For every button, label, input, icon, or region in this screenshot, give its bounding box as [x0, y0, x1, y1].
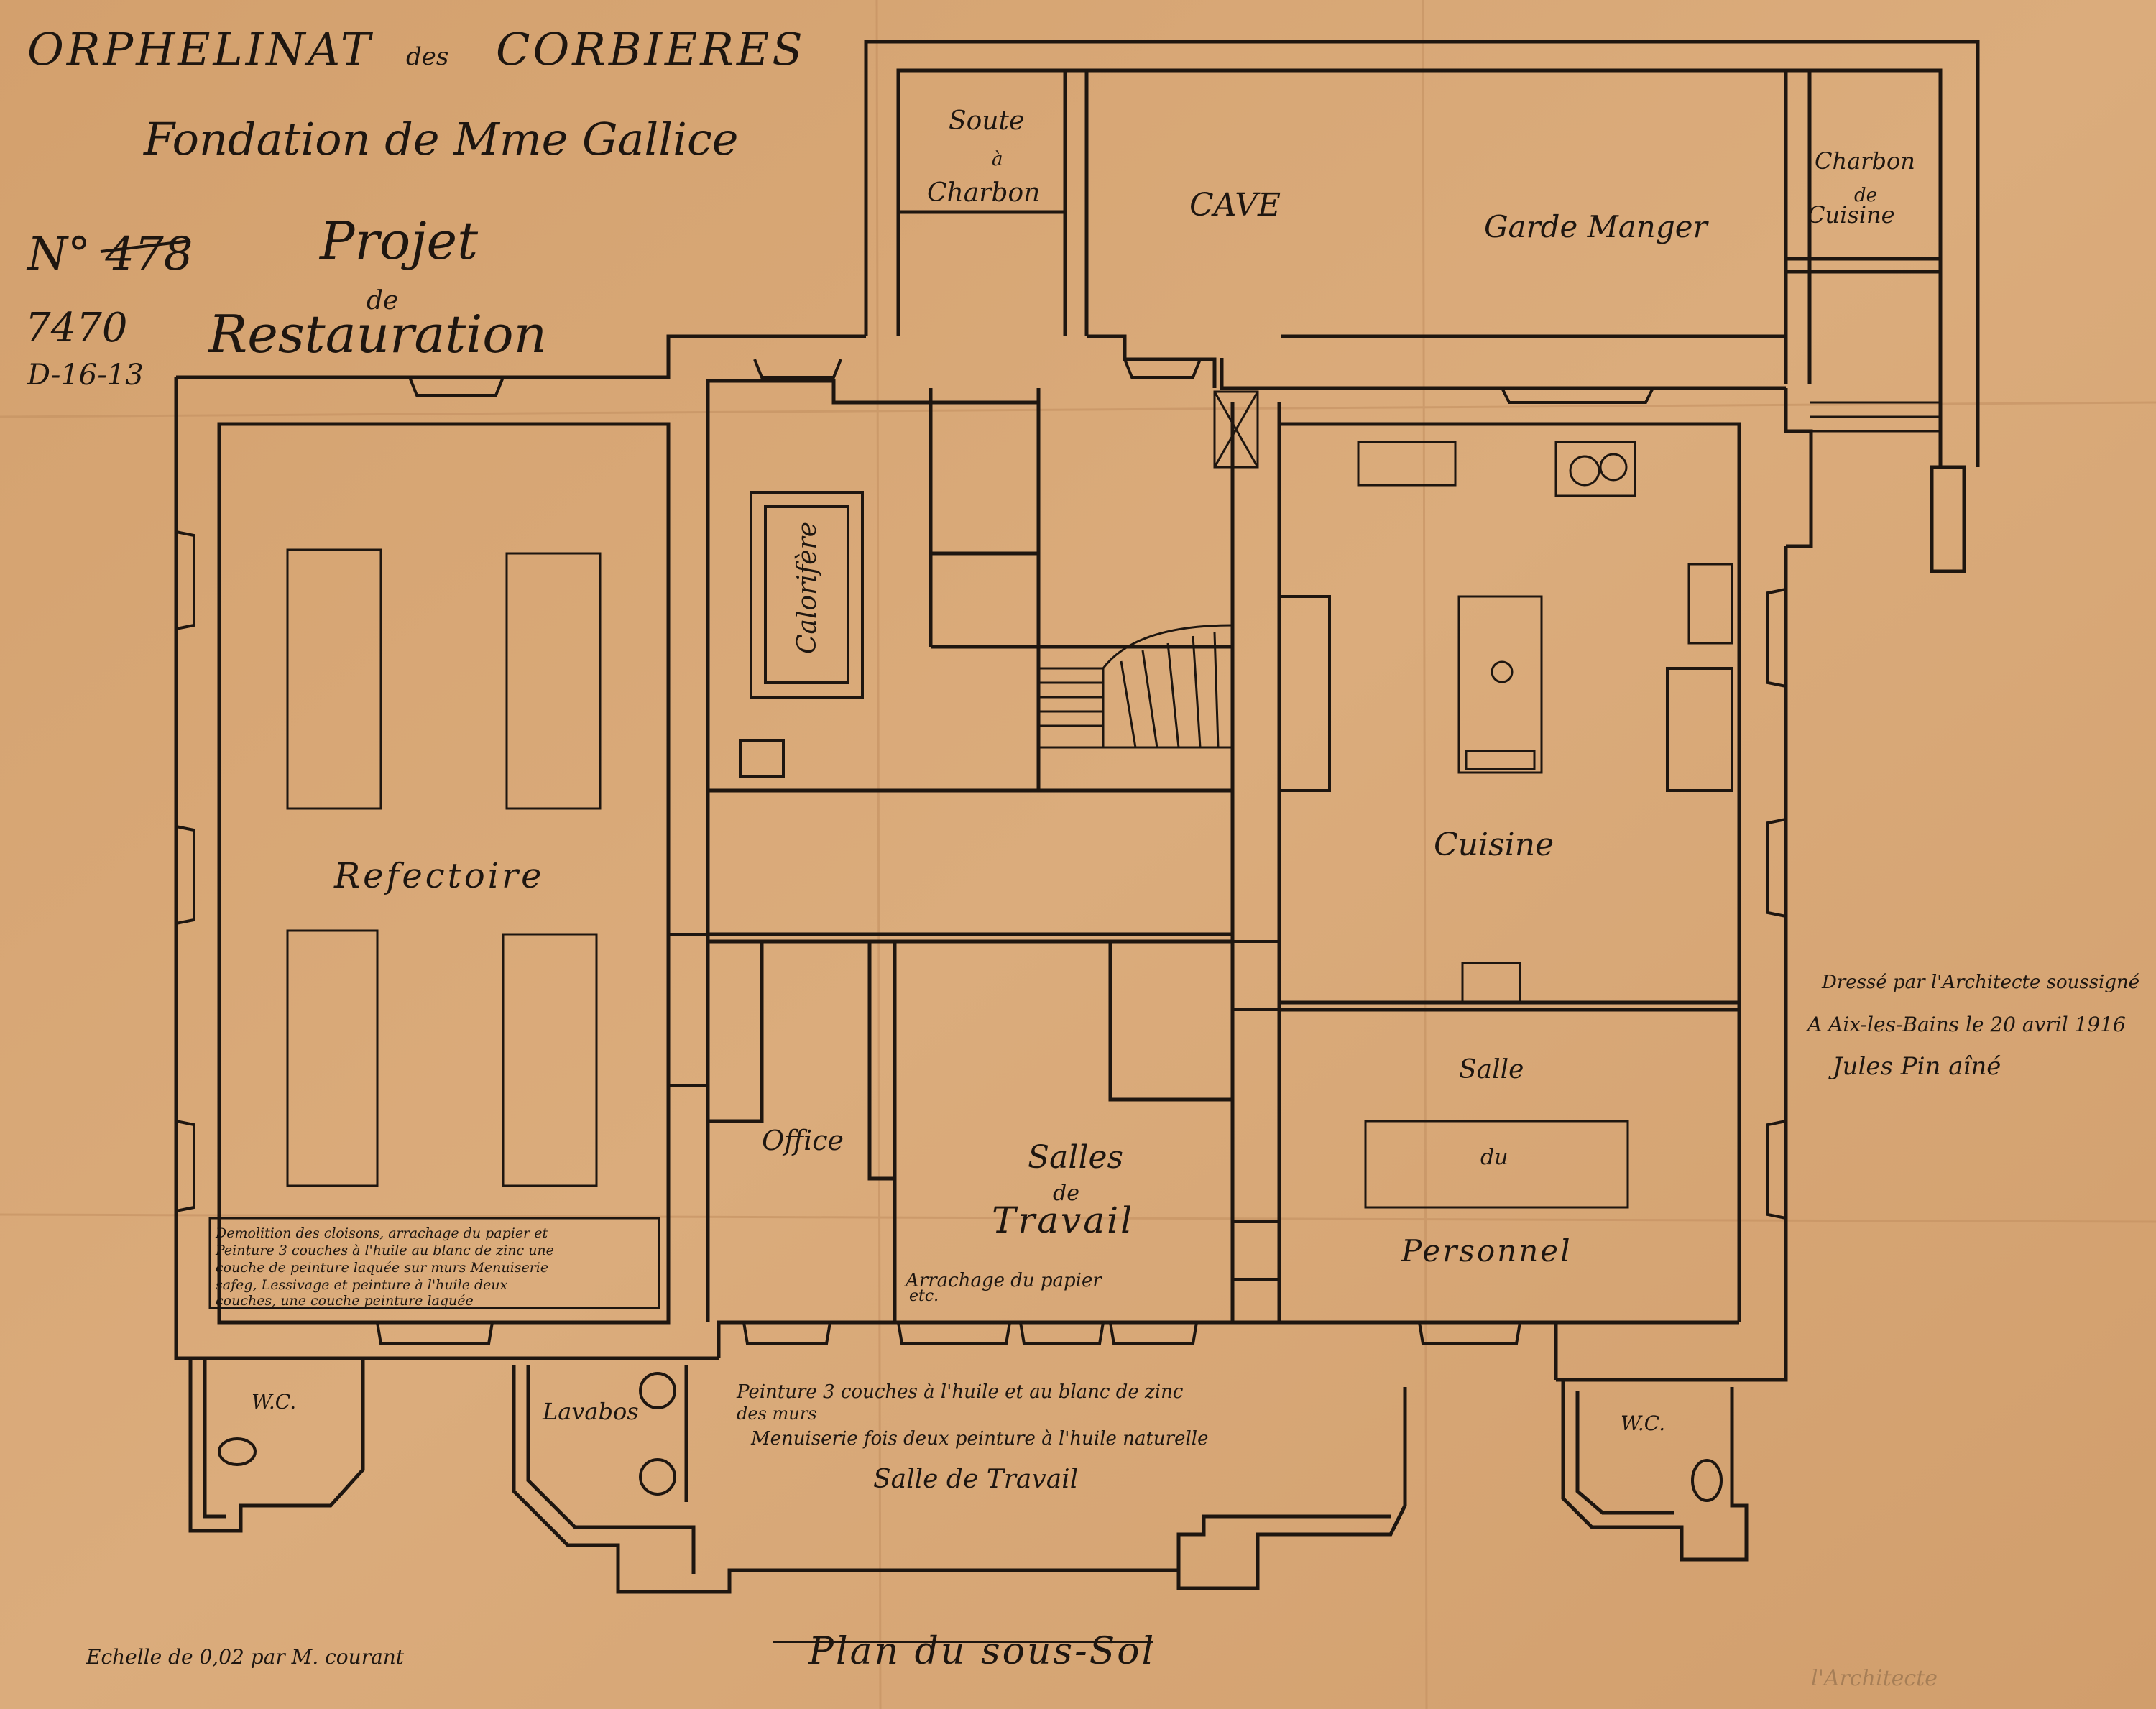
sheet-code: 7470	[25, 305, 128, 351]
room-wc-right: W.C.	[1621, 1411, 1665, 1435]
room-refectoire: Refectoire	[333, 856, 545, 896]
room-soute-3: Charbon	[927, 178, 1040, 208]
header-line2: Fondation de Mme Gallice	[143, 113, 738, 165]
room-salle-pers-3: Personnel	[1401, 1233, 1572, 1268]
svg-text:Demolition des cloisons, arrac: Demolition des cloisons, arrachage du pa…	[215, 1225, 548, 1241]
sheet-number: N° 478	[26, 228, 193, 281]
travail-note-3: Menuiserie fois deux peinture à l'huile …	[750, 1428, 1208, 1450]
header-line1-a: ORPHELINAT	[27, 23, 374, 75]
calorifere-unit	[739, 491, 864, 778]
room-salle-pers-2: du	[1480, 1145, 1508, 1170]
room-charbon-3: Cuisine	[1807, 201, 1895, 229]
room-soute-1: Soute	[949, 106, 1024, 136]
header-line1-b: des	[406, 42, 448, 71]
room-wc-left: W.C.	[252, 1390, 296, 1414]
room-garde-manger: Garde Manger	[1484, 209, 1710, 244]
room-soute-2: à	[992, 149, 1003, 170]
salles-note-2: etc.	[909, 1287, 939, 1305]
travail-note-1: Peinture 3 couches à l'huile et au blanc…	[736, 1381, 1184, 1403]
room-lavabos: Lavabos	[542, 1398, 639, 1425]
sanitary-fixtures	[218, 1372, 1723, 1502]
room-salle-pers-1: Salle	[1459, 1055, 1524, 1084]
room-charbon-1: Charbon	[1815, 147, 1915, 175]
plan-title: Plan du sous-Sol	[808, 1630, 1156, 1673]
room-cuisine: Cuisine	[1434, 826, 1554, 863]
header-line1-c: CORBIERES	[496, 23, 806, 75]
date-code: D-16-13	[27, 359, 144, 392]
project-line1: Projet	[318, 211, 479, 271]
staircase	[1037, 624, 1234, 749]
signature-line1: Dressé par l'Architecte soussigné	[1821, 972, 2139, 993]
signature-line3: Jules Pin aîné	[1828, 1052, 2001, 1081]
travail-note-2: des murs	[737, 1404, 817, 1424]
refectoire-tables	[286, 548, 602, 1187]
room-cave: CAVE	[1189, 187, 1281, 224]
faint-footer: l'Architecte	[1811, 1666, 1938, 1691]
project-line2: de	[367, 286, 398, 315]
svg-text:couche de peinture laquée sur: couche de peinture laquée sur murs Menui…	[216, 1260, 548, 1276]
window-reveals	[175, 359, 1787, 1345]
room-salles-1: Salles	[1028, 1139, 1123, 1176]
room-salles-2: de	[1053, 1181, 1079, 1206]
refectoire-note: Demolition des cloisons, arrachage du pa…	[208, 1217, 660, 1309]
room-calorifere: Calorifère	[793, 522, 822, 654]
svg-text:safeg, Lessivage et peinture à: safeg, Lessivage et peinture à l'huile d…	[216, 1277, 508, 1293]
svg-text:couches, une couche peinture l: couches, une couche peinture laquée	[216, 1293, 474, 1309]
kitchen-fixtures	[1213, 390, 1733, 1209]
salles-note-1: Arrachage du papier	[904, 1270, 1102, 1291]
strike-line	[100, 239, 191, 253]
room-charbon-2: de	[1854, 185, 1877, 206]
project-line3: Restauration	[207, 304, 547, 364]
signature-line2: A Aix-les-Bains le 20 avril 1916	[1805, 1013, 2126, 1036]
svg-text:Peinture 3 couches à l'huile a: Peinture 3 couches à l'huile au blanc de…	[215, 1243, 554, 1258]
room-office: Office	[762, 1125, 844, 1156]
lower-annex	[188, 1358, 1749, 1594]
room-salle-travail-lower: Salle de Travail	[873, 1465, 1078, 1494]
scale-label: Echelle de 0,02 par M. courant	[86, 1645, 405, 1669]
room-salles-3: Travail	[992, 1199, 1134, 1241]
